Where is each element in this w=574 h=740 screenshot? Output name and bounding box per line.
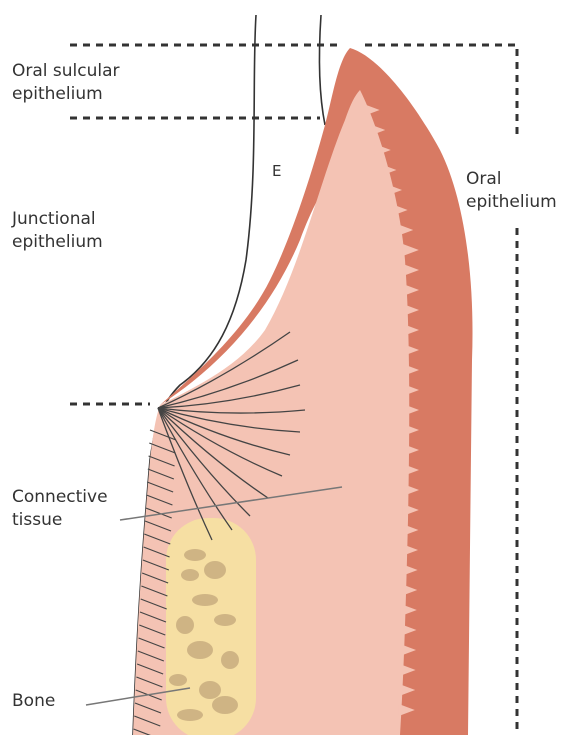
- oral-sulcular-label-line1: Oral sulcular: [12, 60, 120, 83]
- bone-trabecula: [199, 681, 221, 699]
- connective-tissue-label: Connective tissue: [12, 486, 108, 532]
- bone-trabecula: [214, 614, 236, 626]
- bone-trabecula: [177, 709, 203, 721]
- enamel-marker-label: E: [272, 160, 281, 183]
- bone-trabecula: [181, 569, 199, 581]
- oral-epithelium-label-line2: epithelium: [466, 191, 557, 214]
- bone-trabecula: [187, 641, 213, 659]
- bone-trabecula: [169, 674, 187, 686]
- oral-epithelium-label-line1: Oral: [466, 168, 557, 191]
- junctional-label-line2: epithelium: [12, 231, 103, 254]
- connective-tissue-label-line1: Connective: [12, 486, 108, 509]
- bone-trabecula: [176, 616, 194, 634]
- junctional-label-line1: Junctional: [12, 208, 103, 231]
- bone-trabecula: [204, 561, 226, 579]
- connective-tissue-label-line2: tissue: [12, 509, 108, 532]
- bone-trabecula: [184, 549, 206, 561]
- oral-sulcular-label-line2: epithelium: [12, 83, 120, 106]
- bone-trabecula: [221, 651, 239, 669]
- bone-trabecula: [212, 696, 238, 714]
- junctional-epithelium-label: Junctional epithelium: [12, 208, 103, 254]
- bone-label: Bone: [12, 690, 55, 713]
- oral-sulcular-epithelium-label: Oral sulcular epithelium: [12, 60, 120, 106]
- enamel-outline: [319, 15, 325, 125]
- oral-epithelium-label: Oral epithelium: [466, 168, 557, 214]
- bone-trabecula: [192, 594, 218, 606]
